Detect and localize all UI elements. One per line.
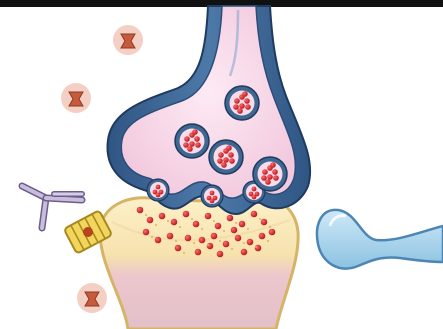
- neurotransmitter-icon: [242, 91, 248, 97]
- vesicle-icon: [209, 140, 243, 174]
- cap-speck: [145, 214, 147, 216]
- neurotransmitter-icon: [210, 199, 215, 204]
- cap-speck: [207, 244, 209, 246]
- neurotransmitter-icon: [184, 136, 190, 142]
- neurotransmitter-icon: [223, 241, 230, 248]
- cap-speck: [151, 236, 153, 238]
- neurotransmitter-icon: [241, 249, 248, 256]
- free-molecule-icon: [61, 83, 91, 113]
- neurotransmitter-icon: [171, 219, 178, 226]
- vesicle-icon: [253, 157, 287, 191]
- neurotransmitter-icon: [269, 229, 276, 236]
- neurotransmitter-icon: [261, 175, 267, 181]
- neurotransmitter-icon: [189, 141, 195, 147]
- neurotransmitter-icon: [261, 219, 268, 226]
- cap-speck: [269, 226, 271, 228]
- neurotransmitter-icon: [233, 104, 239, 110]
- neurotransmitter-icon: [226, 145, 232, 151]
- neurotransmitter-icon: [156, 185, 161, 190]
- neurotransmitter-icon: [235, 235, 242, 242]
- docked-vesicle-icon: [147, 179, 169, 201]
- vesicle-icon: [225, 86, 259, 120]
- neurotransmitter-icon: [183, 211, 190, 218]
- neurotransmitter-icon: [194, 136, 200, 142]
- neurotransmitter-icon: [185, 235, 192, 242]
- cap-speck: [235, 222, 237, 224]
- cap-speck: [179, 226, 181, 228]
- neurotransmitter-icon: [137, 207, 144, 214]
- neurotransmitter-icon: [155, 237, 162, 244]
- neurotransmitter-icon: [221, 162, 227, 168]
- neurotransmitter-icon: [156, 193, 161, 198]
- antibody-icon: [22, 186, 82, 228]
- neurotransmitter-icon: [228, 152, 234, 158]
- cap-speck: [213, 220, 215, 222]
- vesicle-icon: [175, 124, 209, 158]
- neurotransmitter-icon: [167, 233, 174, 240]
- neurotransmitter-icon: [217, 158, 223, 164]
- neurotransmitter-icon: [195, 142, 201, 148]
- neurotransmitter-icon: [247, 239, 254, 246]
- neurotransmitter-icon: [245, 104, 251, 110]
- neurotransmitter-icon: [159, 213, 166, 220]
- neurotransmitter-icon: [239, 103, 245, 109]
- cap-speck: [175, 240, 177, 242]
- free-molecule-icon: [113, 25, 143, 55]
- glial-process: [317, 210, 443, 269]
- neurotransmitter-icon: [270, 162, 276, 168]
- postsynaptic-terminal: [100, 196, 298, 329]
- neurotransmitter-icon: [183, 142, 189, 148]
- cap-speck: [259, 218, 261, 220]
- neurotransmitter-icon: [143, 229, 150, 236]
- cap-speck: [243, 242, 245, 244]
- cap-speck: [231, 248, 233, 250]
- neurotransmitter-icon: [227, 215, 234, 222]
- neurotransmitter-icon: [239, 221, 246, 228]
- cap-speck: [193, 242, 195, 244]
- neurotransmitter-icon: [205, 213, 212, 220]
- neurotransmitter-icon: [187, 146, 193, 152]
- neurotransmitter-icon: [251, 211, 258, 218]
- neurotransmitter-icon: [218, 152, 224, 158]
- neurotransmitter-icon: [252, 187, 257, 192]
- neurotransmitter-icon: [273, 175, 279, 181]
- neurotransmitter-icon: [252, 195, 257, 200]
- neurotransmitter-icon: [147, 217, 154, 224]
- postsynaptic-body: [100, 196, 298, 329]
- cap-speck: [267, 240, 269, 242]
- docked-vesicle-icon: [201, 185, 223, 207]
- neurotransmitter-icon: [195, 249, 202, 256]
- cap-speck: [167, 220, 169, 222]
- cap-speck: [223, 230, 225, 232]
- neurotransmitter-icon: [210, 191, 215, 196]
- cap-speck: [191, 218, 193, 220]
- neurotransmitter-icon: [215, 223, 222, 230]
- cap-speck: [155, 224, 157, 226]
- cap-speck: [201, 228, 203, 230]
- neurotransmitter-icon: [229, 158, 235, 164]
- neurotransmitter-icon: [217, 251, 224, 258]
- neurotransmitter-icon: [192, 129, 198, 135]
- cap-speck: [183, 252, 185, 254]
- neurotransmitter-icon: [223, 157, 229, 163]
- neurotransmitter-icon: [265, 179, 271, 185]
- neurotransmitter-icon: [272, 169, 278, 175]
- neurotransmitter-icon: [234, 98, 240, 104]
- cap-speck: [219, 240, 221, 242]
- free-molecule-icon: [77, 283, 107, 313]
- neurotransmitter-icon: [267, 174, 273, 180]
- cap-speck: [255, 246, 257, 248]
- neurotransmitter-icon: [193, 221, 200, 228]
- neurotransmitter-icon: [262, 169, 268, 175]
- neurotransmitter-icon: [259, 233, 266, 240]
- neurotransmitter-icon: [175, 245, 182, 252]
- neurotransmitter-icon: [211, 233, 218, 240]
- neurotransmitter-icon: [244, 98, 250, 104]
- neurotransmitter-icon: [237, 108, 243, 114]
- neurotransmitter-icon: [199, 237, 206, 244]
- neurotransmitter-icon: [231, 227, 238, 234]
- cap-speck: [247, 228, 249, 230]
